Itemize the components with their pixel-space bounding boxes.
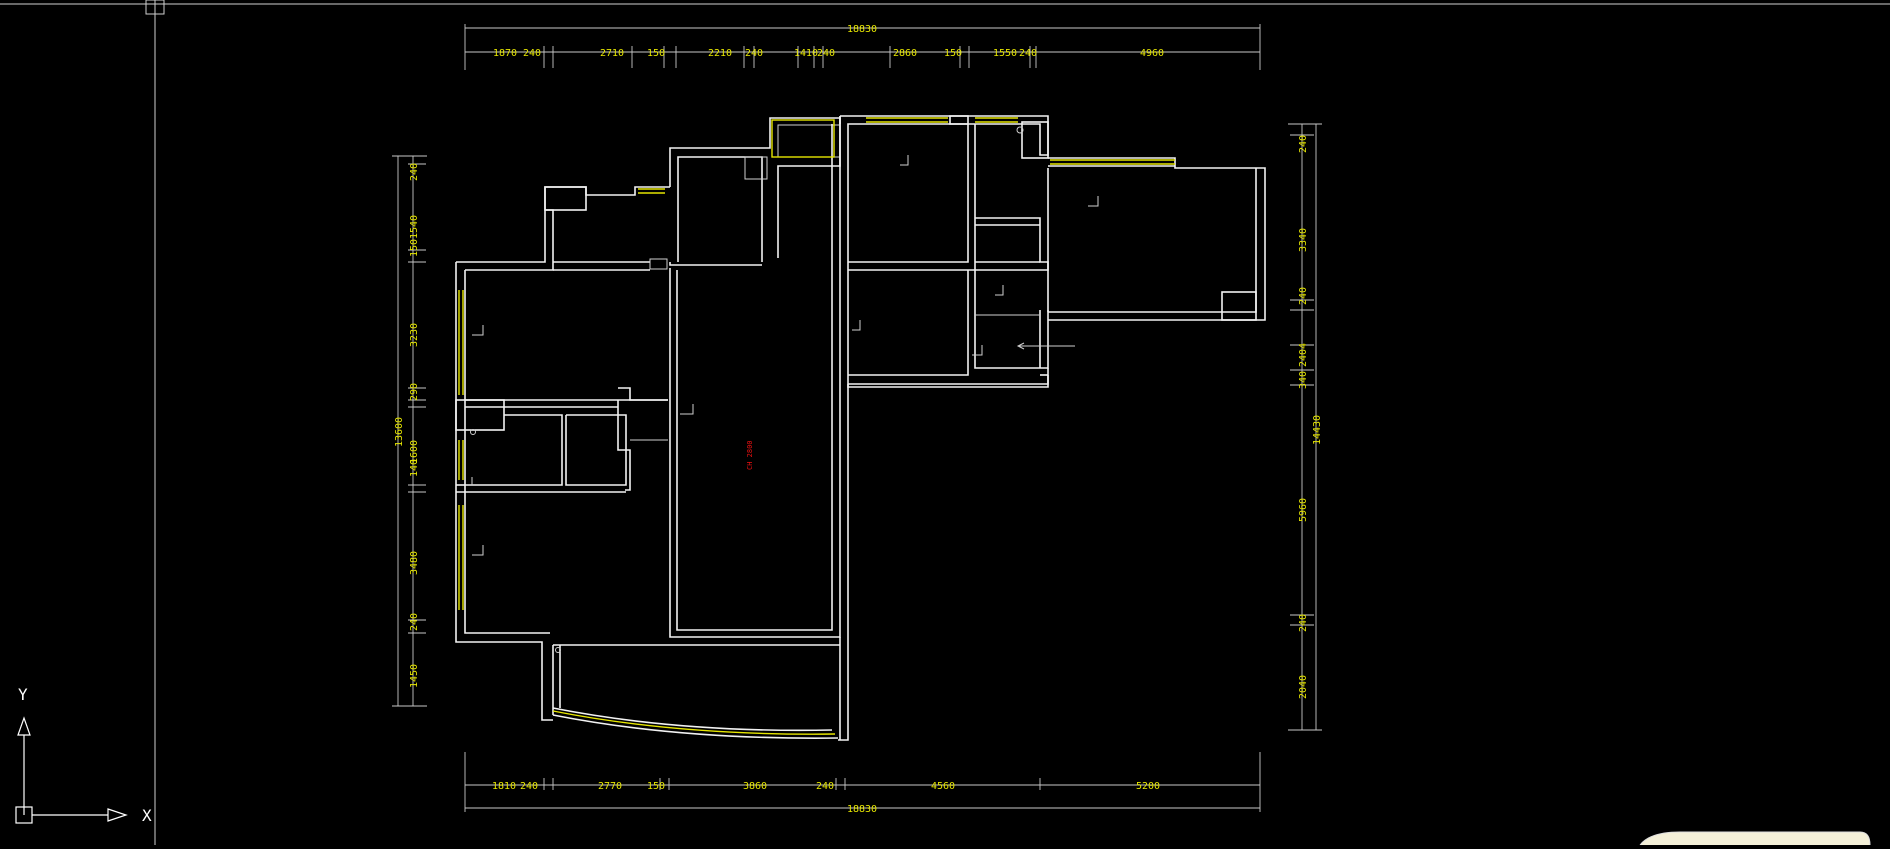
top-dim-1: 1870: [493, 48, 517, 59]
top-dim-8: 240: [817, 48, 835, 59]
top-dim-13: 4960: [1140, 48, 1164, 59]
windows: [458, 117, 1175, 735]
top-dim-6: 240: [745, 48, 763, 59]
left-total-dimension: 13600: [394, 417, 405, 447]
top-total-dimension: 18830: [847, 24, 877, 35]
top-dim-4: 150: [647, 48, 665, 59]
right-dim-2: 3340: [1298, 228, 1309, 252]
right-total-dimension: 14430: [1312, 415, 1323, 445]
left-dim-2: 150: [409, 239, 420, 257]
right-dim-5: 340: [1298, 371, 1309, 389]
left-dim-4: 3230: [409, 323, 420, 347]
top-dim-2: 240: [523, 48, 541, 59]
bottom-dim-8: 5200: [1136, 781, 1160, 792]
right-dim-3: 240: [1298, 287, 1309, 305]
bottom-dim-2: 240: [520, 781, 538, 792]
ucs-y-label: Y: [18, 685, 28, 704]
bottom-dim-1: 1810: [492, 781, 516, 792]
bottom-dim-4: 150: [647, 781, 665, 792]
bottom-dim-5: 3860: [743, 781, 767, 792]
left-dim-7: 1600: [409, 440, 420, 464]
bottom-total-dimension: 18830: [847, 804, 877, 815]
ucs-x-label: X: [142, 806, 152, 825]
left-dim-5: 290: [409, 383, 420, 401]
left-dim-8: 3480: [409, 551, 420, 575]
ucs-icon: Y X: [15, 685, 152, 825]
right-dim-6: 5960: [1298, 498, 1309, 522]
left-dim-10: 1450: [409, 664, 420, 688]
living-room-ceiling-height: CH 2800: [746, 440, 754, 470]
top-dim-9: 2860: [893, 48, 917, 59]
top-dim-3: 2710: [600, 48, 624, 59]
right-dim-4: 2404: [1298, 343, 1309, 367]
bottom-dimensions: 1810 240 2770 150 3860 240 4560 5200 188…: [464, 752, 1261, 815]
bottom-dim-3: 2770: [598, 781, 622, 792]
floor-plan-walls: [455, 115, 1266, 741]
right-dimensions: 240 3340 240 2404 340 5960 240 2040 1443…: [1288, 123, 1323, 731]
bottom-dim-7: 4560: [931, 781, 955, 792]
top-dim-11: 1550: [993, 48, 1017, 59]
right-dim-7: 240: [1298, 614, 1309, 632]
right-dim-8: 2040: [1298, 675, 1309, 699]
left-dim-3: 1540: [409, 215, 420, 239]
left-dim-6: 140: [409, 459, 420, 477]
top-dimensions: 18830 1870 240 2710 150 2210 240 1410 24…: [464, 24, 1261, 70]
top-dim-12: 240: [1019, 48, 1037, 59]
room-annotations: CH 2800: [746, 440, 754, 470]
top-dim-10: 150: [944, 48, 962, 59]
right-dim-1: 240: [1298, 135, 1309, 153]
left-dim-9: 240: [409, 613, 420, 631]
corner-panel-edge: [1639, 831, 1871, 846]
top-dim-7: 1410: [794, 48, 818, 59]
left-dim-1: 240: [409, 163, 420, 181]
top-dim-5: 2210: [708, 48, 732, 59]
left-dimensions: 13600 240 150 1540 3230 290 140 1600 348…: [392, 155, 427, 707]
bottom-dim-6: 240: [816, 781, 834, 792]
